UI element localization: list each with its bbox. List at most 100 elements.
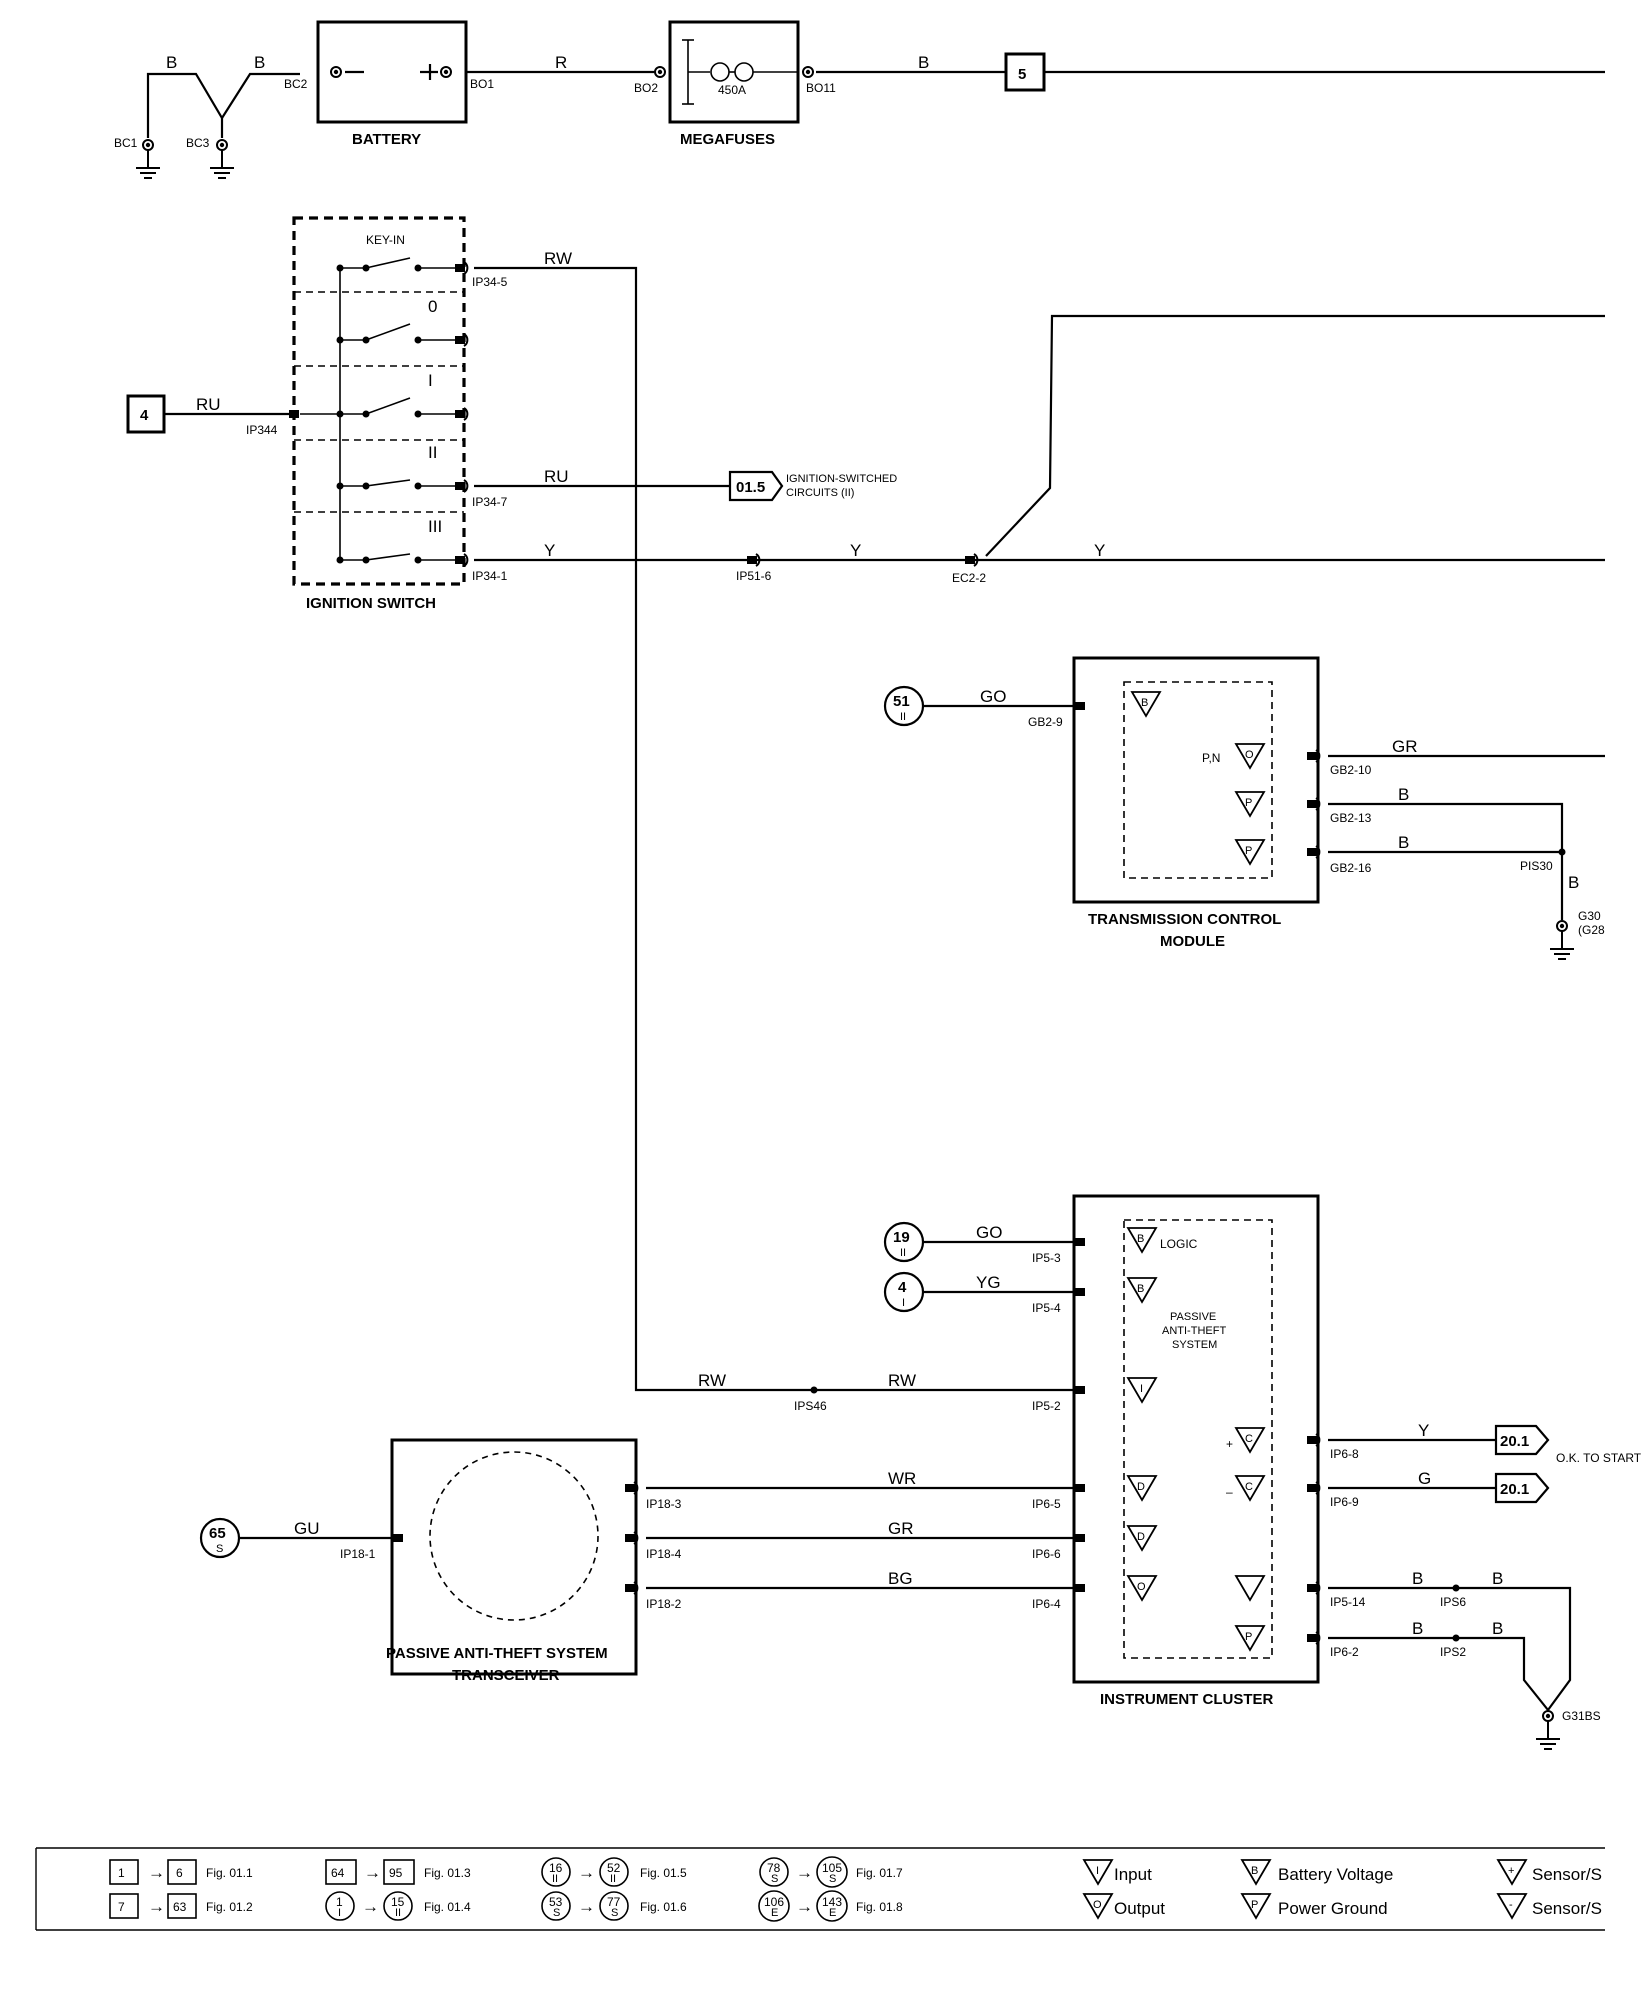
g30-label: G30 [1578,909,1601,923]
legend-r6-a: 53 [549,1895,563,1909]
ref-51-text: 51 [893,693,910,710]
bc1-label: BC1 [114,136,138,150]
legend-r6-as: S [553,1907,560,1919]
battery-section: BC1 BC3 B B BC2 BATTERY BO1 R BO2 450A M… [114,20,1605,179]
ref-4-text: 4 [140,407,149,424]
tcm-battery-symbol: B [1141,697,1148,709]
ip51-6-label: IP51-6 [736,569,772,583]
wire-rw3: RW [888,1371,916,1390]
ip6-2-label: IP6-2 [1330,1645,1359,1659]
ru-to-ref-01-5: RU 01.5 IGNITION-SWITCHED CIRCUITS (II) [474,467,897,502]
legend-r1-b: 6 [176,1866,183,1880]
wire-b-ic4: B [1492,1619,1503,1638]
ic-plus-label: + [1226,1437,1233,1451]
ip18-2-label: IP18-2 [646,1597,682,1611]
bo1-label: BO1 [470,77,494,91]
wire-y2: Y [850,541,861,560]
ref-20-1b-text: 20.1 [1500,1481,1529,1498]
legend-r4-b: 15 [391,1895,405,1909]
wire-b1: B [166,53,177,72]
wire-r: R [555,53,567,72]
switch-key-in: KEY-IN [366,233,405,247]
legend-r5-b: 52 [607,1861,621,1875]
ic-data-symbol-1: D [1137,1481,1145,1493]
wire-wr: WR [888,1469,916,1488]
wire-gu: GU [294,1519,320,1538]
ref-19-sub: II [900,1247,906,1259]
switch-pos-3: III [428,517,442,536]
wire-b-tcm2: B [1398,833,1409,852]
legend-output-icon: O [1093,1899,1102,1911]
tcm-title-1: TRANSMISSION CONTROL [1088,911,1281,928]
legend-r1-fig: Fig. 01.1 [206,1866,253,1880]
ok-to-start-label: O.K. TO START [1556,1451,1642,1465]
legend-r3-a: 64 [331,1866,345,1880]
gb2-9-label: GB2-9 [1028,715,1063,729]
legend-r7-b: 105 [822,1861,842,1875]
svg-text:→: → [362,1897,379,1916]
legend-r2-fig: Fig. 01.2 [206,1900,253,1914]
legend-r6-bs: S [611,1907,618,1919]
rw-wire: RW RW RW IPS46 [474,249,1074,1413]
pats-title-2: TRANSCEIVER [452,1667,560,1684]
gb2-13-label: GB2-13 [1330,811,1372,825]
wire-y1: Y [544,541,555,560]
ic-input-symbol: I [1140,1383,1143,1395]
tcm-box [1072,656,1320,904]
ic-battery-symbol-2: B [1137,1283,1144,1295]
wire-ru2: RU [544,467,569,486]
bo11-label: BO11 [806,81,836,95]
svg-text:→: → [578,1863,595,1882]
wire-b-tcm3: B [1568,873,1579,892]
wire-b3: B [918,53,929,72]
ip18-4-label: IP18-4 [646,1547,682,1561]
ref-51-sub: II [900,711,906,723]
wire-rw1: RW [544,249,572,268]
ref-19-text: 19 [893,1229,910,1246]
legend-r8-b: 143 [822,1895,842,1909]
ref-01-5-text: 01.5 [736,479,765,496]
ip344-label: IP344 [246,423,278,437]
pats-transceiver: PASSIVE ANTI-THEFT SYSTEM TRANSCEIVER 65… [199,1438,1074,1684]
tcm-output-symbol: O [1245,749,1254,761]
ref-20-1a-flag [1494,1424,1550,1456]
svg-text:→: → [796,1897,813,1916]
legend-sensor-neg: Sensor/S [1532,1899,1602,1918]
wire-b-tcm1: B [1398,785,1409,804]
ic-battery-symbol-1: B [1137,1233,1144,1245]
tcm-title-2: MODULE [1160,933,1225,950]
wire-ru1: RU [196,395,221,414]
legend-battery-voltage: Battery Voltage [1278,1865,1393,1884]
ic-logic-label: LOGIC [1160,1237,1198,1251]
legend-r7-as: S [771,1873,778,1885]
svg-text:→: → [148,1897,165,1916]
legend-r5-a: 16 [549,1861,563,1875]
ref-5-text: 5 [1018,66,1026,83]
switch-pos-0: 0 [428,297,437,316]
legend-r2-b: 63 [173,1900,187,1914]
wire-b-ic1: B [1412,1569,1423,1588]
ref-01-5-desc1: IGNITION-SWITCHED [786,473,897,485]
legend-r6-fig: Fig. 01.6 [640,1900,687,1914]
legend-output: Output [1114,1899,1165,1918]
wire-y-ic: Y [1418,1421,1429,1440]
ref-01-5-desc2: CIRCUITS (II) [786,487,854,499]
ic-ground-symbol: P [1245,1631,1252,1643]
ref-65-sub: S [216,1543,223,1555]
ic-c-symbol-1: C [1245,1433,1253,1445]
tcm: TRANSMISSION CONTROL MODULE 51 II GO GB2… [883,656,1605,960]
ip18-3-label: IP18-3 [646,1497,682,1511]
legend-power-ground: Power Ground [1278,1899,1388,1918]
legend-r4-fig: Fig. 01.4 [424,1900,471,1914]
ic-c-symbol-2: C [1245,1481,1253,1493]
wire-g-ic: G [1418,1469,1431,1488]
gb2-10-label: GB2-10 [1330,763,1372,777]
svg-text:→: → [364,1863,381,1882]
tcm-ground-symbol-2: P [1245,845,1252,857]
legend-r4-bs: II [395,1907,401,1919]
ec2-2-label: EC2-2 [952,571,986,585]
legend-r7-a: 78 [767,1861,781,1875]
wire-b-ic2: B [1492,1569,1503,1588]
y-wire: Y IP51-6 Y EC2-2 Y [474,314,1605,585]
